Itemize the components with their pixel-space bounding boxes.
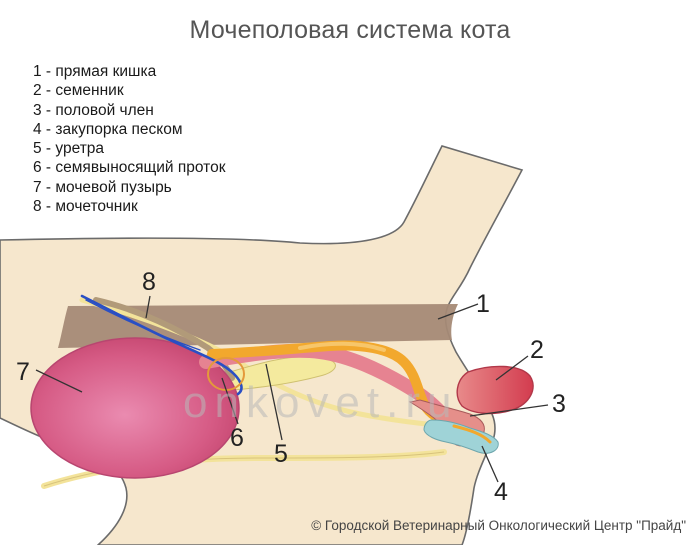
legend-item: 4 - закупорка песком	[33, 120, 183, 138]
leader-line	[469, 404, 549, 417]
blood-vessel-branch	[85, 299, 201, 351]
rectum-shape	[58, 304, 458, 348]
callout-7: 7	[16, 358, 30, 386]
watermark: onkovet.ru	[183, 378, 458, 427]
leader-line	[35, 369, 83, 393]
legend-item: 5 - уретра	[33, 140, 105, 158]
legend-item: 1 - прямая кишка	[33, 63, 157, 80]
leader-line	[481, 445, 499, 483]
callout-5: 5	[274, 440, 288, 468]
callout-8: 8	[142, 268, 156, 296]
leader-line	[221, 377, 239, 425]
vas-deferens-inner	[298, 341, 386, 352]
testis-shape	[456, 365, 534, 415]
legend-item: 7 - мочевой пузырь	[33, 178, 172, 196]
legend: 1 - прямая кишка 2 - семенник 3 - полово…	[33, 62, 226, 216]
leader-line	[145, 295, 151, 319]
legend-item: 8 - мочеточник	[33, 198, 138, 216]
leader-line	[437, 303, 479, 320]
legend-item: 6 - семявыносящий проток	[33, 159, 226, 177]
diagram-title: Мочеполовая система кота	[189, 16, 511, 44]
urethra-tip	[452, 424, 492, 444]
bladder-shape	[30, 337, 240, 479]
callout-4: 4	[494, 478, 508, 506]
copyright-notice: © Городской Ветеринарный Онкологический …	[311, 518, 686, 533]
leader-line	[495, 355, 529, 381]
callout-2: 2	[530, 336, 544, 364]
leader-line	[265, 363, 283, 441]
callout-6: 6	[230, 424, 244, 452]
sand-blockage	[423, 419, 499, 454]
legend-item: 2 - семенник	[33, 82, 124, 100]
callout-3: 3	[552, 390, 566, 418]
legend-item: 3 - половой член	[33, 101, 154, 119]
penis-sheath	[229, 356, 336, 391]
callout-1: 1	[476, 290, 490, 318]
